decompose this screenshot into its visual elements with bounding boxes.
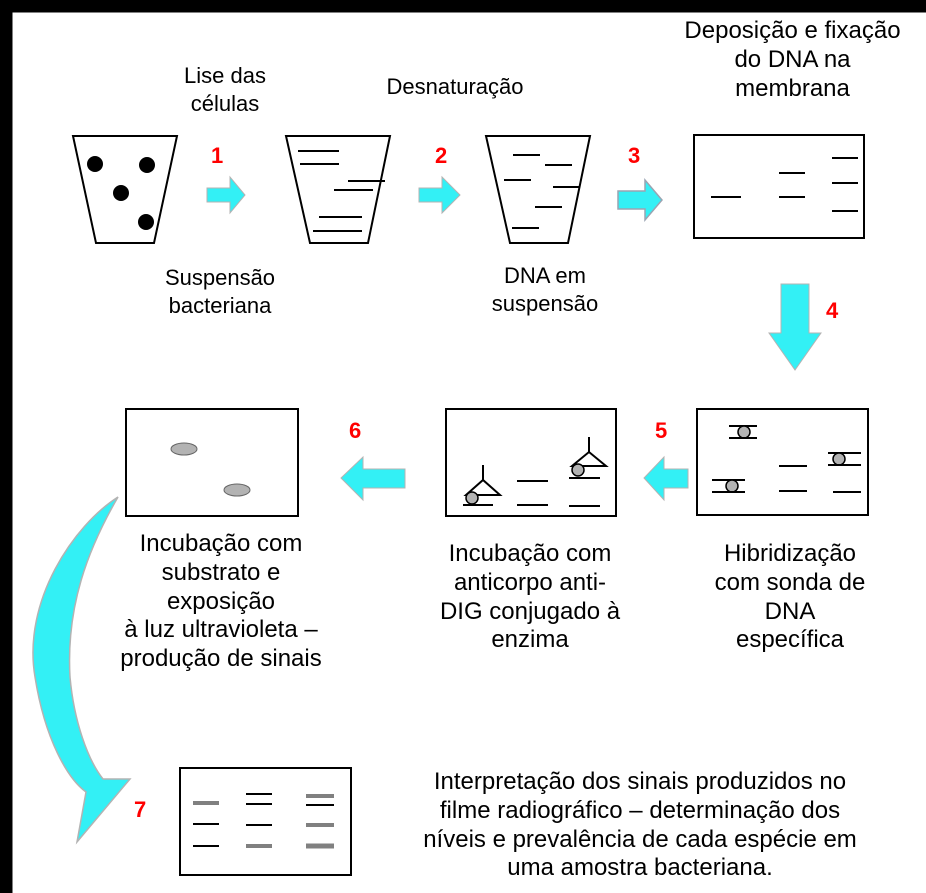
label-denaturation: Desnaturação [386,74,524,99]
membrane-signals [125,408,299,517]
label-dna-suspension: DNA em suspensão [491,263,599,316]
membrane-deposited-dna [693,134,865,239]
step-number-2: 2 [435,143,448,168]
label-substrate-incubation: Incubação com substrato e exposição à lu… [120,530,322,673]
membrane-hybridization [696,408,869,516]
label-interpretation: Interpretação dos sinais produzidos no f… [423,768,857,882]
beaker-bacterial-suspension [71,135,179,244]
label-deposition: Deposição e fixação do DNA na membrana [684,17,901,102]
arrow-step-1 [206,175,246,215]
step-number-5: 5 [655,418,668,443]
bacterium-2 [139,157,155,173]
signal-spot-2 [223,483,251,497]
arrow-step-2 [418,175,461,215]
bacterium-1 [87,156,103,172]
radiographic-film [179,767,352,876]
membrane-antibody [445,408,617,517]
label-hybridization: Hibridização com sonda de DNA específica [714,540,866,654]
label-lysis: Lise das células [184,63,266,116]
beaker-lysed-cells [284,135,392,244]
step-number-3: 3 [628,143,641,168]
label-antibody-incubation: Incubação com anticorpo anti- DIG conjug… [439,540,621,654]
arrow-step-5 [643,455,689,502]
bacterium-4 [138,214,154,230]
step-number-4: 4 [826,298,839,323]
step-number-7: 7 [134,797,147,822]
beaker-dna-suspension [484,135,592,244]
arrow-step-7-curved [32,496,132,845]
arrow-step-6 [340,455,406,502]
signal-spot-1 [170,442,198,456]
step-number-1: 1 [211,143,224,168]
bacterium-3 [113,185,129,201]
arrow-step-4 [768,283,822,371]
step-number-6: 6 [349,418,362,443]
arrow-step-3 [617,177,663,223]
label-bacterial-suspension: Suspensão bacteriana [164,265,276,318]
